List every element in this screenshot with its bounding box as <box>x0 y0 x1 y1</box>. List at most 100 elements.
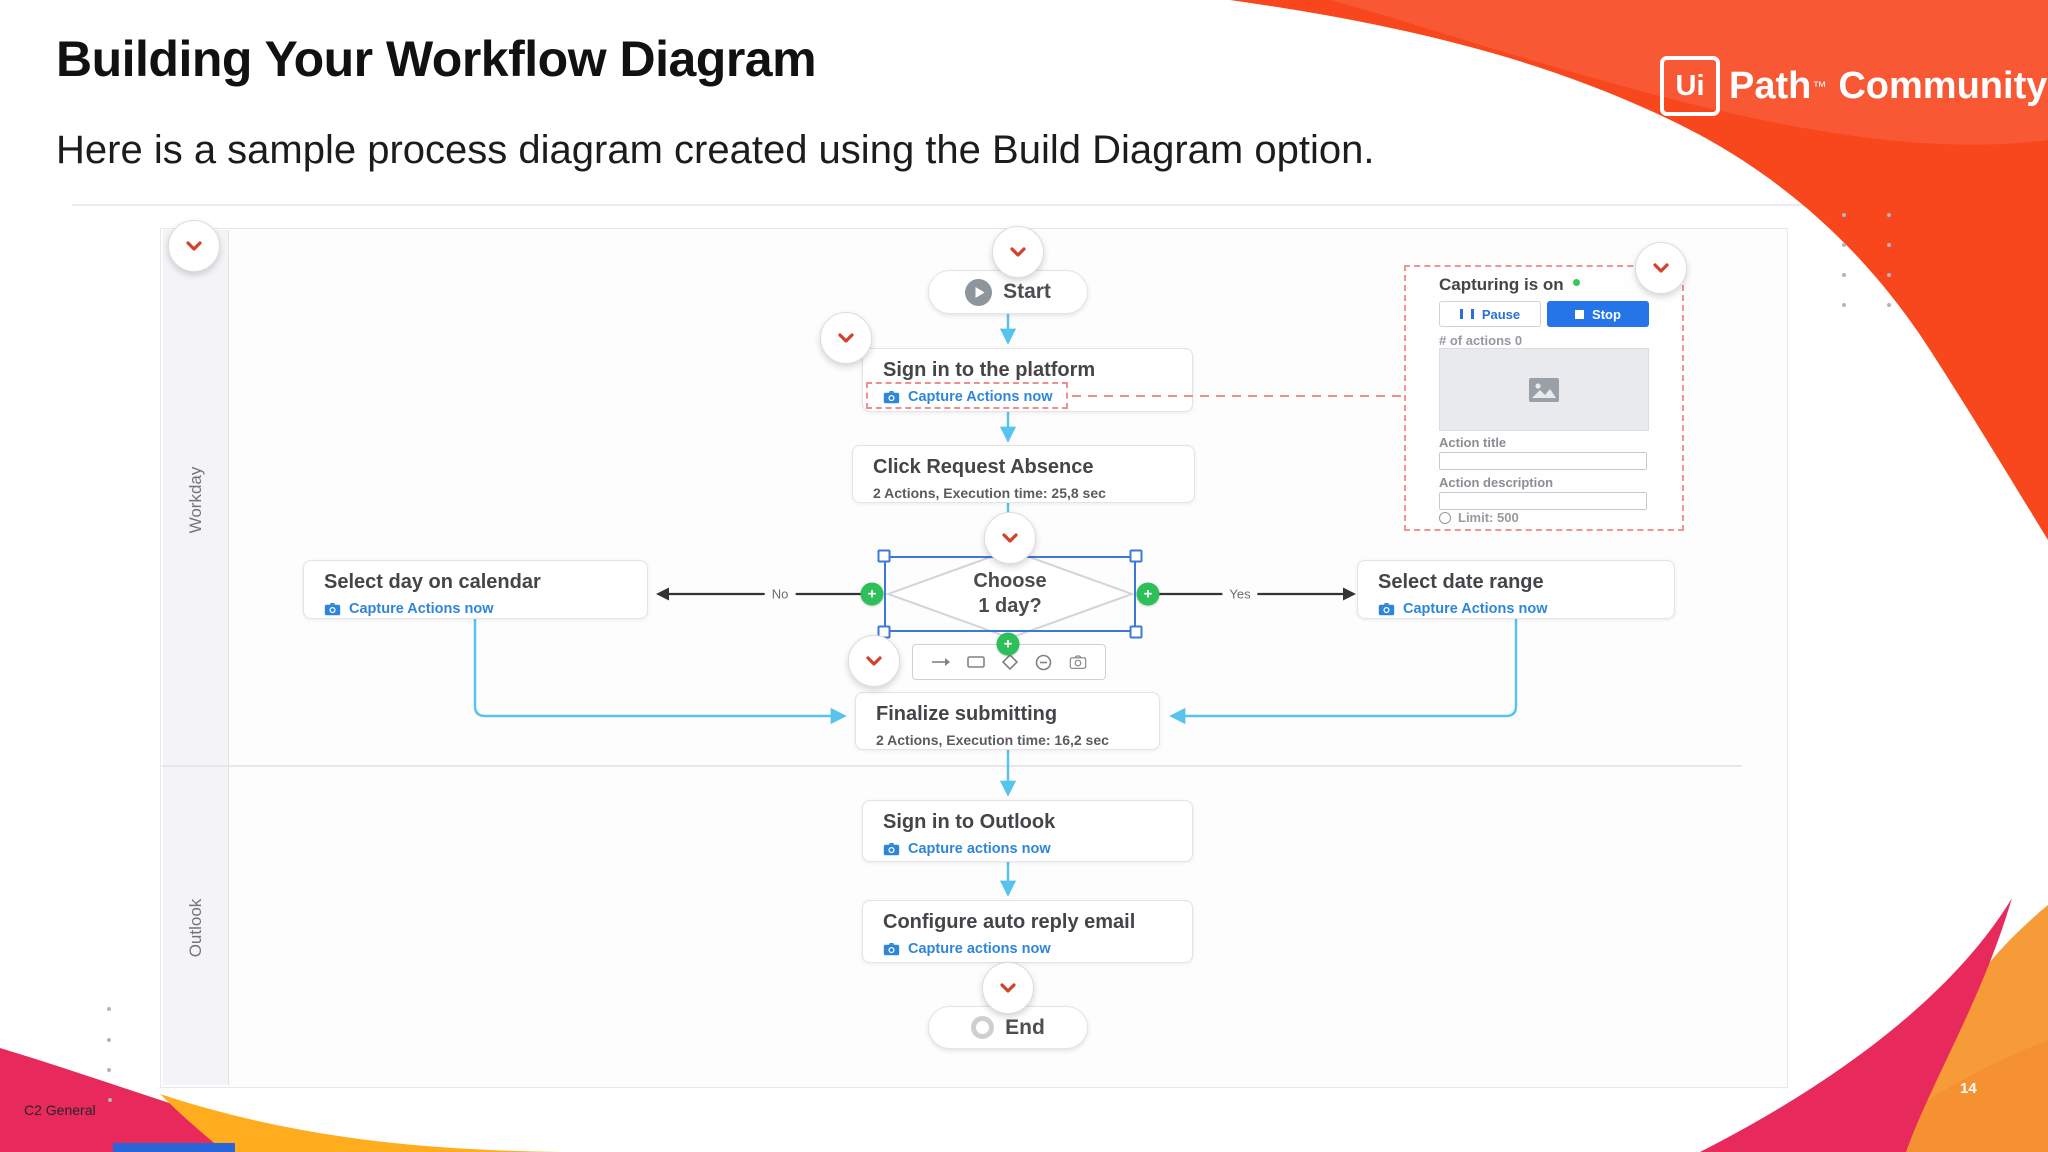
grid-dot <box>107 1038 111 1042</box>
screenshot-tool-icon[interactable] <box>1069 655 1087 669</box>
node-select-date-range[interactable]: Select date range Capture Actions now <box>1357 560 1675 619</box>
end-node-tool-icon[interactable] <box>1035 654 1052 671</box>
play-icon <box>965 278 993 306</box>
capture-actions-label: Capture Actions now <box>1403 601 1548 617</box>
node-select-day-on-calendar[interactable]: Select day on calendar Capture Actions n… <box>303 560 648 619</box>
capture-link-selection-outline <box>866 382 1068 409</box>
grid-dot <box>107 1007 111 1011</box>
lane-divider <box>162 765 1742 767</box>
recording-status-dot <box>1572 278 1580 286</box>
camera-icon <box>1378 603 1395 616</box>
end-icon <box>971 1016 995 1039</box>
selection-handle-nw[interactable] <box>877 549 891 563</box>
header-divider <box>72 204 1862 206</box>
action-description-label: Action description <box>1439 475 1554 490</box>
chevron-down-icon <box>1010 247 1026 257</box>
capture-actions-link[interactable]: Capture Actions now <box>1378 601 1654 617</box>
end-collapse-chevron-button[interactable] <box>982 962 1034 1014</box>
capture-actions-link[interactable]: Capture Actions now <box>324 601 627 617</box>
sign-in-collapse-chevron-button[interactable] <box>820 312 872 364</box>
panel-collapse-chevron-button[interactable] <box>1635 242 1687 294</box>
connector-handle-left[interactable]: + <box>860 582 884 606</box>
capture-actions-link[interactable]: Capture Actions now <box>883 389 1172 405</box>
node-title: Select day on calendar <box>324 571 541 593</box>
grid-dot <box>1842 243 1846 247</box>
capture-actions-label: Capture Actions now <box>349 601 494 617</box>
node-sign-in-platform[interactable]: Sign in to the platform Capture Actions … <box>862 348 1193 412</box>
node-meta: 2 Actions, Execution time: 16,2 sec <box>876 732 1109 748</box>
branch-label-yes: Yes <box>1222 586 1258 602</box>
node-configure-auto-reply[interactable]: Configure auto reply email Capture actio… <box>862 900 1193 963</box>
rectangle-tool-icon[interactable] <box>967 656 985 668</box>
footer-blue-strip <box>113 1143 235 1152</box>
grid-dot <box>1887 243 1891 247</box>
camera-icon <box>883 391 900 404</box>
node-title: Select date range <box>1378 571 1544 593</box>
node-sign-in-outlook[interactable]: Sign in to Outlook Capture actions now <box>862 800 1193 862</box>
diamond-tool-icon[interactable] <box>1001 654 1018 670</box>
grid-dot <box>107 1068 111 1072</box>
pause-button-label: Pause <box>1481 306 1521 322</box>
chevron-down-icon <box>186 241 202 251</box>
decision-collapse-chevron-button[interactable] <box>984 512 1036 564</box>
action-title-input[interactable] <box>1439 452 1647 470</box>
limit-indicator: Limit: 500 <box>1439 510 1519 525</box>
node-title: Sign in to the platform <box>883 359 1096 381</box>
logo-trademark: ™ <box>1812 78 1827 94</box>
grid-dot <box>1887 273 1891 277</box>
toolbar-collapse-chevron-button[interactable] <box>848 635 900 687</box>
chevron-down-icon <box>1002 533 1018 543</box>
connector-handle-right[interactable]: + <box>1136 582 1160 606</box>
selection-handle-se[interactable] <box>1129 625 1143 639</box>
lane-collapse-chevron-button[interactable] <box>168 220 220 272</box>
camera-icon <box>883 943 900 956</box>
chevron-down-icon <box>838 333 854 343</box>
grid-dot <box>1887 213 1891 217</box>
start-collapse-chevron-button[interactable] <box>992 226 1044 278</box>
capture-actions-label: Capture actions now <box>908 841 1051 857</box>
image-icon <box>1529 377 1559 402</box>
capture-actions-label: Capture Actions now <box>908 389 1053 405</box>
stop-icon <box>1575 309 1585 319</box>
camera-icon <box>324 603 341 616</box>
logo-ui-text: Ui <box>1675 69 1705 102</box>
capturing-panel: Capturing is on Pause Stop # of actions … <box>1404 265 1684 531</box>
node-title: Configure auto reply email <box>883 911 1136 933</box>
actions-count-label: # of actions 0 <box>1439 333 1523 348</box>
start-node-label: Start <box>1003 280 1051 303</box>
action-description-input[interactable] <box>1439 492 1647 510</box>
grid-dot <box>1842 213 1846 217</box>
screenshot-placeholder <box>1439 348 1649 431</box>
capture-actions-link[interactable]: Capture actions now <box>883 941 1172 957</box>
grid-dot <box>108 1098 112 1102</box>
grid-dot <box>1842 273 1846 277</box>
node-title: Sign in to Outlook <box>883 811 1056 833</box>
chevron-down-icon <box>1653 263 1669 273</box>
grid-dot <box>1842 303 1846 307</box>
capturing-status-text: Capturing is on <box>1439 275 1564 294</box>
uipath-community-logo: Ui Path ™ Community <box>1660 56 2047 116</box>
page-title: Building Your Workflow Diagram <box>56 31 817 87</box>
logo-community-text: Community <box>1838 64 2048 107</box>
selection-handle-ne[interactable] <box>1129 549 1143 563</box>
pause-icon <box>1459 309 1474 319</box>
start-node[interactable]: Start <box>928 270 1088 314</box>
connector-handle-bottom[interactable]: + <box>996 632 1020 656</box>
selection-rectangle[interactable] <box>884 556 1136 632</box>
limit-label: Limit: 500 <box>1458 510 1519 525</box>
pause-button[interactable]: Pause <box>1439 301 1541 327</box>
page-number: 14 <box>1960 1080 1977 1097</box>
node-click-request-absence[interactable]: Click Request Absence 2 Actions, Executi… <box>852 445 1195 503</box>
node-finalize-submitting[interactable]: Finalize submitting 2 Actions, Execution… <box>855 692 1160 750</box>
counter-icon <box>1439 511 1451 524</box>
grid-dot <box>1887 303 1891 307</box>
lane-label-workday: Workday <box>186 466 205 534</box>
stop-button[interactable]: Stop <box>1547 301 1649 327</box>
camera-icon <box>883 843 900 856</box>
node-title: Click Request Absence <box>873 456 1094 478</box>
capture-actions-link[interactable]: Capture actions now <box>883 841 1172 857</box>
arrow-tool-icon[interactable] <box>931 656 951 668</box>
branch-label-no: No <box>764 586 796 602</box>
logo-path-text: Path <box>1729 64 1812 107</box>
